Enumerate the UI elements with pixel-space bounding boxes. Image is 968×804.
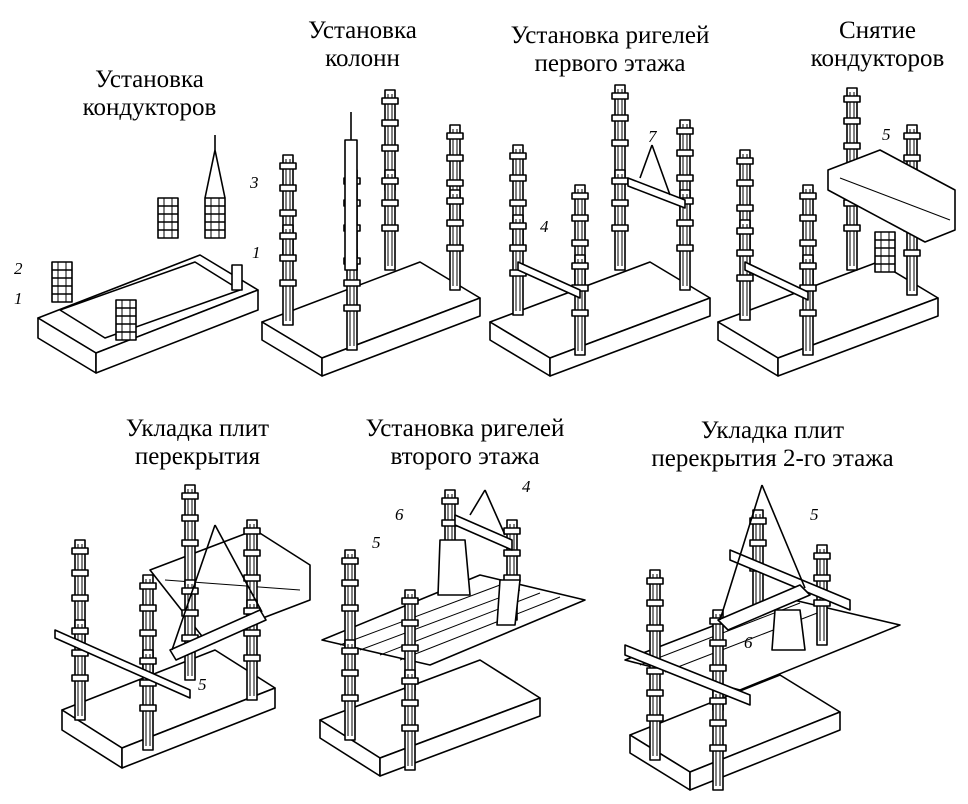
- sling: [171, 524, 263, 651]
- column: [181, 484, 199, 586]
- girder: [729, 549, 851, 611]
- slab-lifted: [717, 584, 811, 631]
- caption-line: перекрытия: [134, 443, 261, 470]
- label-3: 3: [249, 173, 259, 192]
- label-6: 6: [744, 633, 753, 652]
- sling: [719, 484, 806, 621]
- label-6: 6: [395, 505, 404, 524]
- column-lower: [611, 169, 629, 271]
- slab-joint: [359, 589, 521, 651]
- girder: [54, 629, 191, 699]
- panel-slab-laying: 5: [54, 484, 311, 769]
- column-lower: [799, 254, 817, 356]
- slab-lifted: [169, 609, 267, 661]
- caption-line: Укладка плит: [125, 415, 270, 442]
- panel-column-installation: 3: [249, 89, 481, 377]
- caption-conductor-removal: Снятие кондукторов: [795, 17, 960, 73]
- label-4: 4: [540, 217, 549, 236]
- floor-slabs: [321, 574, 586, 666]
- caption-line: колонн: [325, 45, 400, 72]
- sling: [204, 149, 226, 199]
- caption-line: Установка ригелей: [365, 415, 565, 442]
- label-5: 5: [198, 675, 207, 694]
- caption-line: кондукторов: [810, 45, 945, 72]
- label-1: 1: [252, 243, 261, 262]
- caption-second-floor-girders: Установка ригелей второго этажа: [345, 415, 585, 471]
- sling: [469, 489, 506, 536]
- caption-first-floor-girders: Установка ригелей первого этажа: [490, 22, 730, 78]
- slab-stack: [827, 149, 956, 243]
- label-4: 4: [522, 477, 531, 496]
- ladder-conductor: [437, 539, 471, 596]
- caption-line: Укладка плит: [700, 417, 845, 444]
- column-lower: [181, 579, 199, 681]
- label-5: 5: [372, 533, 381, 552]
- column-lower: [446, 189, 464, 291]
- panel-second-floor-slabs: 5 6: [624, 484, 901, 791]
- caption-slab-laying: Укладка плит перекрытия: [110, 415, 285, 471]
- foundation-front: [321, 297, 481, 377]
- caption-line: Установка ригелей: [510, 22, 710, 49]
- foundation-front: [379, 697, 541, 777]
- slab-hatch: [839, 177, 951, 221]
- label-5: 5: [810, 505, 819, 524]
- ladder-conductor: [496, 579, 521, 626]
- caption-line: Установка: [308, 17, 417, 44]
- column-lower: [71, 619, 89, 721]
- girder: [627, 177, 686, 209]
- conductor-lifted: [204, 197, 226, 239]
- column-lower: [709, 689, 727, 791]
- conductor: [157, 197, 179, 239]
- label-7: 7: [648, 127, 658, 146]
- column-lower: [139, 649, 157, 751]
- foundation-front: [689, 711, 841, 791]
- caption-conductor-installation: Установка кондукторов: [62, 66, 237, 122]
- caption-line: Снятие: [839, 17, 916, 44]
- caption-line: перекрытия 2-го этажа: [651, 445, 894, 472]
- column-lower: [381, 169, 399, 271]
- caption-line: кондукторов: [82, 94, 217, 121]
- caption-line: Установка: [95, 66, 204, 93]
- foundation-front: [549, 297, 711, 377]
- foundation-front: [777, 297, 939, 377]
- panel-second-floor-girders: 6 5 4: [319, 477, 586, 777]
- sling: [639, 144, 671, 196]
- foundation-front: [121, 687, 276, 769]
- column-lower: [571, 254, 589, 356]
- caption-line: первого этажа: [534, 50, 686, 77]
- conductor: [51, 261, 73, 303]
- slab-joint: [399, 596, 561, 661]
- column-lower: [401, 669, 419, 771]
- column-lower: [279, 224, 297, 326]
- girder: [744, 261, 809, 301]
- label-2: 2: [14, 259, 23, 278]
- foundation-front: [95, 289, 259, 374]
- caption-second-floor-slabs: Укладка плит перекрытия 2-го этажа: [630, 417, 915, 473]
- caption-column-installation: Установка колонн: [300, 17, 425, 73]
- label-1: 1: [14, 289, 23, 308]
- column-stub: [231, 264, 243, 291]
- column-lower: [341, 639, 359, 741]
- girder: [624, 644, 751, 706]
- conductor: [115, 299, 137, 341]
- caption-line: второго этажа: [390, 443, 540, 470]
- column-lifted: [344, 139, 358, 271]
- girder: [454, 514, 513, 551]
- label-5: 5: [882, 125, 891, 144]
- slab-joint: [339, 584, 501, 646]
- panel-conductor-installation: 2 1 1: [14, 135, 261, 374]
- girder: [517, 261, 581, 299]
- panel-first-floor-girders: 4 7: [489, 84, 711, 377]
- column: [341, 549, 359, 651]
- ladder-conductor: [771, 609, 806, 651]
- panel-conductor-removal: 5: [717, 87, 956, 377]
- column-lower: [646, 659, 664, 761]
- conductor-lifted: [874, 231, 896, 273]
